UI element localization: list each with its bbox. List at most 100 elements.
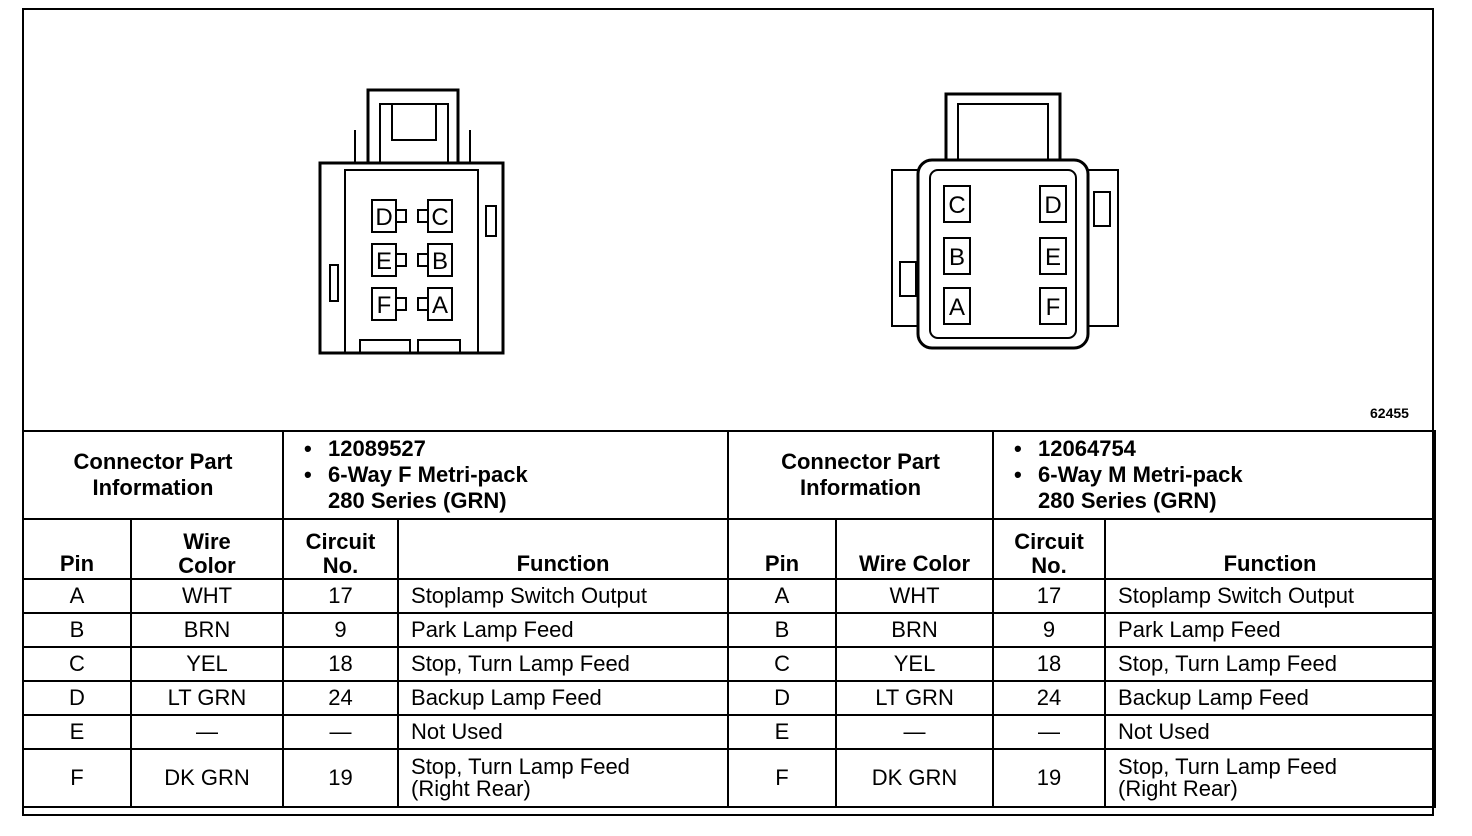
left-description-line1: 6-Way F Metri-pack	[328, 462, 528, 487]
left-cell-circuit: 17	[282, 578, 400, 614]
left-cell-function: Stop, Turn Lamp Feed	[397, 646, 730, 682]
male-connector-body	[916, 158, 1090, 350]
right-cell-function: Stop, Turn Lamp Feed	[1104, 646, 1437, 682]
female-pin-label: F	[377, 292, 392, 319]
left-cell-pin: A	[22, 578, 132, 614]
diagram-id: 62455	[1370, 405, 1409, 421]
connector-table: Connector Part Information 12089527 6-Wa…	[21, 430, 1437, 808]
left-header-pin: Pin	[22, 518, 132, 580]
left-cell-circuit: 19	[282, 748, 400, 808]
right-cell-function: Not Used	[1104, 714, 1437, 750]
left-cell-function: Park Lamp Feed	[397, 612, 730, 648]
female-connector-body	[318, 161, 505, 355]
right-cell-wire-color: BRN	[835, 612, 995, 648]
right-header-pin: Pin	[727, 518, 838, 580]
right-header-function: Function	[1104, 518, 1437, 580]
right-cell-wire-color: —	[835, 714, 995, 750]
function-text: Stoplamp Switch Output	[411, 583, 648, 608]
left-header-circuit: Circuit No.	[282, 518, 400, 580]
left-info-label: Connector Part Information	[21, 430, 285, 520]
left-header-wire-color: Wire Color	[129, 518, 285, 580]
male-pin-label: C	[948, 192, 965, 219]
female-pin-label: B	[432, 248, 448, 275]
function-text: Park Lamp Feed	[1118, 617, 1281, 642]
function-text: Backup Lamp Feed	[411, 685, 602, 710]
connector-drawings: D C E B F A C D B E A F	[318, 88, 1119, 355]
male-connector-drawing	[891, 92, 1119, 350]
right-cell-wire-color: LT GRN	[835, 680, 995, 716]
right-cell-pin: B	[727, 612, 838, 648]
right-cell-circuit: 9	[992, 612, 1107, 648]
right-cell-circuit: 17	[992, 578, 1107, 614]
female-connector-drawing	[318, 88, 505, 355]
right-cell-circuit: 24	[992, 680, 1107, 716]
female-pin-label: E	[376, 248, 392, 275]
male-pin-label: E	[1045, 244, 1061, 271]
left-cell-wire-color: —	[129, 714, 285, 750]
function-text: Stop, Turn Lamp Feed	[411, 754, 630, 779]
left-cell-circuit: 24	[282, 680, 400, 716]
left-cell-pin: D	[22, 680, 132, 716]
left-cell-wire-color: DK GRN	[129, 748, 285, 808]
right-cell-function: Stop, Turn Lamp Feed(Right Rear)	[1104, 748, 1437, 808]
female-pin-label: D	[375, 204, 392, 231]
function-text-line2: (Right Rear)	[411, 776, 531, 801]
left-cell-circuit: 18	[282, 646, 400, 682]
right-info-label: Connector Part Information	[727, 430, 995, 520]
right-part-number: 12064754	[1014, 436, 1428, 462]
function-text: Park Lamp Feed	[411, 617, 574, 642]
function-text: Not Used	[411, 719, 503, 744]
right-cell-circuit: —	[992, 714, 1107, 750]
right-cell-pin: F	[727, 748, 838, 808]
right-cell-function: Park Lamp Feed	[1104, 612, 1437, 648]
function-text-line2: (Right Rear)	[1118, 776, 1238, 801]
function-text: Stoplamp Switch Output	[1118, 583, 1355, 608]
right-header-wire-color: Wire Color	[835, 518, 995, 580]
left-cell-circuit: —	[282, 714, 400, 750]
left-cell-wire-color: BRN	[129, 612, 285, 648]
left-cell-function: Not Used	[397, 714, 730, 750]
male-pin-label: D	[1044, 192, 1061, 219]
female-pin-label: A	[432, 292, 448, 319]
left-part-number: 12089527	[304, 436, 721, 462]
function-text: Backup Lamp Feed	[1118, 685, 1309, 710]
right-description-line1: 6-Way M Metri-pack	[1038, 462, 1243, 487]
right-cell-function: Stoplamp Switch Output	[1104, 578, 1437, 614]
left-cell-circuit: 9	[282, 612, 400, 648]
left-cell-pin: C	[22, 646, 132, 682]
left-cell-wire-color: WHT	[129, 578, 285, 614]
left-cell-function: Stop, Turn Lamp Feed(Right Rear)	[397, 748, 730, 808]
left-description-line2: 280 Series (GRN)	[328, 488, 507, 513]
right-cell-wire-color: WHT	[835, 578, 995, 614]
right-cell-circuit: 18	[992, 646, 1107, 682]
function-text: Stop, Turn Lamp Feed	[411, 651, 630, 676]
right-cell-function: Backup Lamp Feed	[1104, 680, 1437, 716]
function-text: Stop, Turn Lamp Feed	[1118, 651, 1337, 676]
male-pin-label: A	[949, 294, 965, 321]
right-cell-pin: C	[727, 646, 838, 682]
left-header-function: Function	[397, 518, 730, 580]
female-pin-label: C	[431, 204, 448, 231]
left-cell-function: Stoplamp Switch Output	[397, 578, 730, 614]
right-cell-pin: D	[727, 680, 838, 716]
left-cell-pin: B	[22, 612, 132, 648]
right-header-circuit: Circuit No.	[992, 518, 1107, 580]
left-cell-pin: F	[22, 748, 132, 808]
left-cell-wire-color: YEL	[129, 646, 285, 682]
right-cell-pin: E	[727, 714, 838, 750]
male-pin-label: B	[949, 244, 965, 271]
right-description-line2: 280 Series (GRN)	[1038, 488, 1217, 513]
diagram-frame	[22, 8, 1434, 816]
right-cell-wire-color: DK GRN	[835, 748, 995, 808]
male-pin-label: F	[1046, 294, 1061, 321]
function-text: Not Used	[1118, 719, 1210, 744]
